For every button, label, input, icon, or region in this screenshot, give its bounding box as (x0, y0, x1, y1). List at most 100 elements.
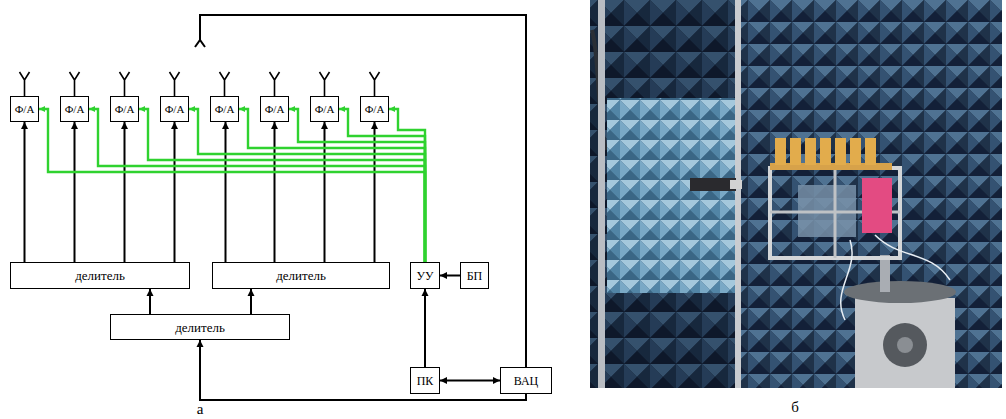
probe-antenna (690, 178, 736, 191)
box-label: делитель (75, 269, 125, 282)
array-element (820, 138, 831, 165)
control-board (862, 178, 892, 233)
signal-line (274, 122, 276, 262)
box-label: УУ (417, 270, 434, 282)
control-line (39, 109, 425, 262)
arrow-head (339, 106, 345, 112)
arrow-head (39, 106, 45, 112)
arrow-head (121, 122, 128, 129)
antenna-symbol (370, 72, 380, 96)
arrow-head (21, 122, 28, 129)
box-label: делитель (276, 269, 326, 282)
signal-line (124, 122, 126, 262)
box-label: Ф/А (365, 104, 385, 115)
box-label: Ф/А (65, 104, 85, 115)
array-elements (775, 138, 876, 165)
panel-letter: б (791, 400, 799, 415)
antenna-symbol (170, 72, 180, 96)
antenna-symbol (220, 72, 230, 96)
mast-pole (598, 0, 605, 388)
array-element (835, 138, 846, 165)
antenna-symbol (70, 72, 80, 96)
arrow-head (493, 377, 500, 384)
box-label: Ф/А (265, 104, 285, 115)
array-element (865, 138, 876, 165)
arrow-head (271, 122, 278, 129)
signal-line (24, 122, 26, 262)
support-post (880, 255, 890, 292)
arrow-head (139, 106, 145, 112)
control-line (189, 109, 425, 262)
box-label: ВАЦ (514, 375, 539, 387)
phase-shifter-box: Ф/А (10, 96, 39, 122)
signal-line (200, 340, 526, 400)
control-line (89, 109, 425, 262)
arrow-head (289, 106, 295, 112)
arrow-head (197, 340, 204, 347)
arrow-head (89, 106, 95, 112)
array-element (805, 138, 816, 165)
arrow-head (440, 377, 447, 384)
control-line (339, 109, 425, 262)
analyzer-box: ВАЦ (500, 367, 552, 394)
signal-line (424, 289, 426, 367)
arrow-head (371, 122, 378, 129)
divider-box: делитель (212, 262, 390, 289)
arrow-head (440, 272, 447, 279)
arrow-head (422, 289, 429, 296)
phase-shifter-box: Ф/А (60, 96, 89, 122)
cables (841, 235, 950, 320)
divider-box: делитель (110, 314, 290, 340)
signal-line (440, 380, 500, 382)
antenna-symbol (270, 72, 280, 96)
phase-shifter-box: Ф/А (260, 96, 289, 122)
arrow-head (171, 122, 178, 129)
phase-shifter-box: Ф/А (360, 96, 389, 122)
arrow-head (239, 106, 245, 112)
phase-shifter-box: Ф/А (310, 96, 339, 122)
arrow-head (321, 122, 328, 129)
array-frame-bars (770, 168, 900, 258)
array-frame (770, 168, 900, 258)
box-label: ПК (417, 375, 434, 387)
box-label: Ф/А (115, 104, 135, 115)
antenna-symbol (320, 72, 330, 96)
probe-tip (730, 180, 742, 189)
arrow-head (389, 106, 395, 112)
mast-pole (735, 0, 741, 388)
arrow-head (248, 289, 255, 296)
box-label: БП (467, 270, 483, 282)
antenna-symbols (20, 15, 527, 367)
array-element (775, 138, 786, 165)
arrow-head (189, 106, 195, 112)
antenna-symbol (20, 72, 30, 96)
arrow-head (147, 289, 154, 296)
control-unit-box: УУ (410, 262, 440, 289)
divider-box: делитель (10, 262, 190, 289)
absorber-wall (590, 0, 1002, 388)
array-element (790, 138, 801, 165)
computer-box: ПК (410, 367, 440, 394)
arrow-head (71, 122, 78, 129)
absorber-panel (607, 98, 735, 293)
power-supply-box: БП (460, 262, 489, 289)
positioner-fan (883, 323, 927, 367)
control-line (139, 109, 425, 262)
box-label: Ф/А (215, 104, 235, 115)
signal-line (174, 122, 176, 262)
signal-line (225, 122, 227, 262)
chamber-photo (590, 0, 1002, 388)
array-element (850, 138, 861, 165)
signal-line (74, 122, 76, 262)
box-label: Ф/А (315, 104, 335, 115)
phase-shifter-box: Ф/А (110, 96, 139, 122)
box-label: Ф/А (15, 104, 35, 115)
box-label: делитель (175, 321, 225, 334)
turntable (844, 281, 956, 303)
antenna-symbol (120, 72, 130, 96)
control-line (289, 109, 425, 262)
box-label: Ф/А (165, 104, 185, 115)
